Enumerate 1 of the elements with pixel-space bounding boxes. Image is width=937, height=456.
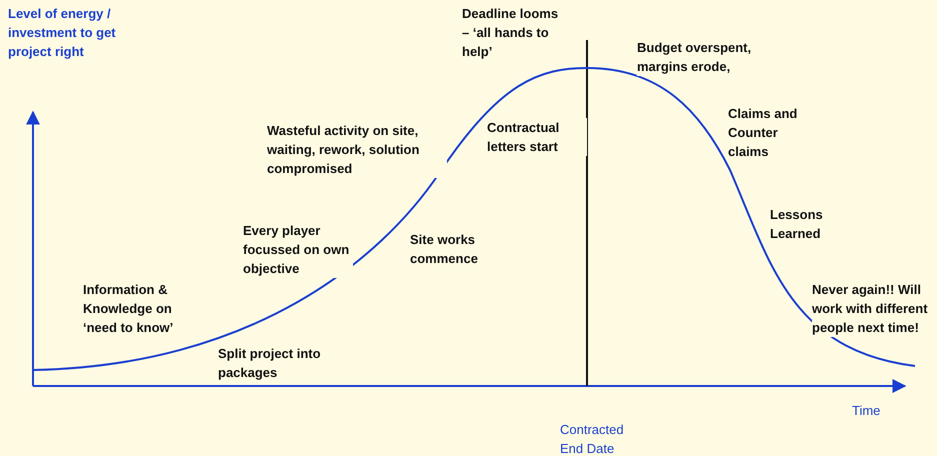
annotation-text: Contractual letters start [487,118,587,156]
